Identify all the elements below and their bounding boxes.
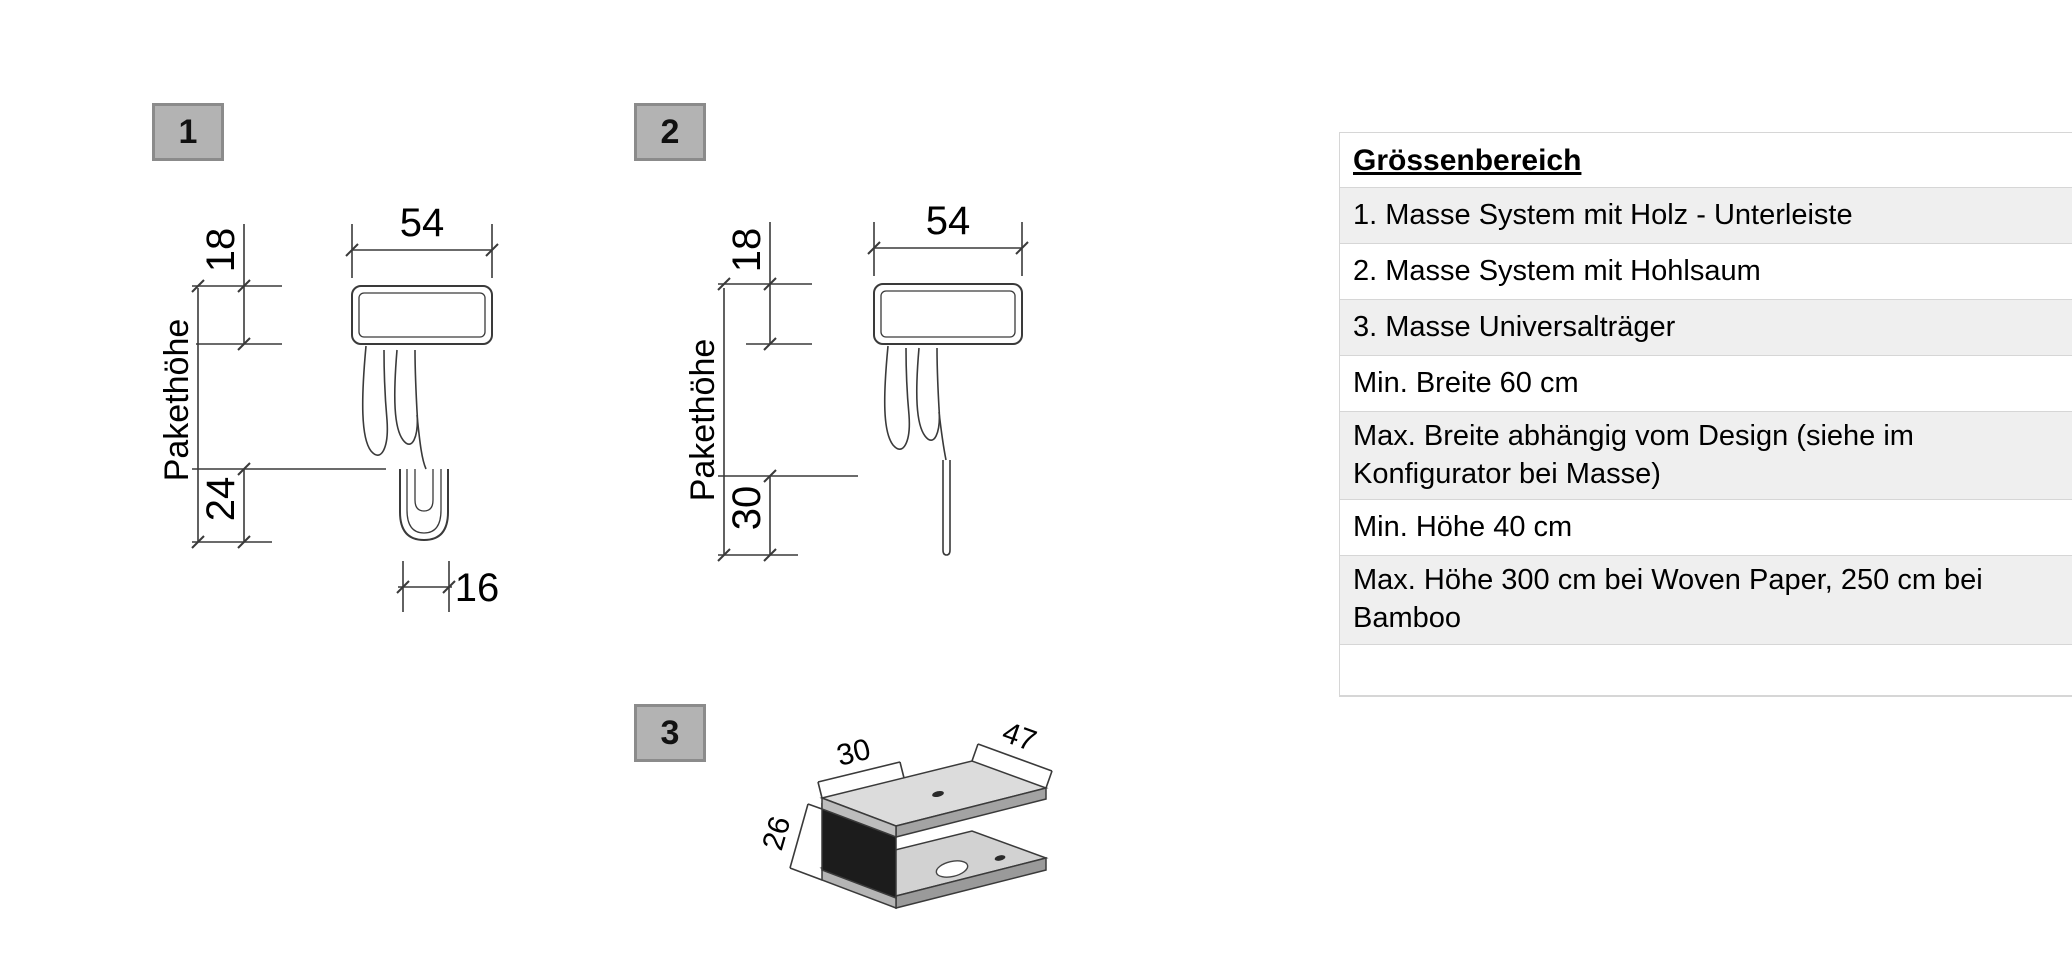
table-row-min-breite: Min. Breite 60 cm <box>1340 356 2072 412</box>
technical-drawings: 54 18 Pakethöhe 24 <box>158 199 1053 910</box>
figure-2-badge: 2 <box>634 103 706 161</box>
fig3-width-label: 47 <box>998 716 1041 758</box>
figure-2-drawing: 54 18 Pakethöhe 30 <box>684 199 1029 562</box>
fig2-hem-height-label: 30 <box>725 486 769 531</box>
figure-3-number: 3 <box>660 713 680 752</box>
fig2-top-height-label: 18 <box>725 228 769 273</box>
figure-2-number: 2 <box>660 112 680 151</box>
fig1-package-height-label: Pakethöhe <box>158 319 196 482</box>
table-header: Grössenbereich <box>1353 143 1582 177</box>
figure-1-badge: 1 <box>152 103 224 161</box>
table-row-max-breite: Max. Breite abhängig vom Design (siehe i… <box>1340 412 2072 501</box>
figure-3-badge: 3 <box>634 704 706 762</box>
table-row-hohlsaum: 2. Masse System mit Hohlsaum <box>1340 244 2072 300</box>
fig2-package-height-label: Pakethöhe <box>684 339 722 502</box>
fig1-top-height-label: 18 <box>199 228 243 273</box>
fig2-width-label: 54 <box>926 199 971 243</box>
table-row-min-hoehe: Min. Höhe 40 cm <box>1340 500 2072 557</box>
table-row-universaltraeger: 3. Masse Universalträger <box>1340 300 2072 356</box>
table-header-row: Grössenbereich <box>1340 133 2072 188</box>
fig3-height-label: 26 <box>756 813 797 854</box>
size-range-table: Grössenbereich 1. Masse System mit Holz … <box>1339 132 2072 697</box>
table-row-holz-unterleiste: 1. Masse System mit Holz - Unterleiste <box>1340 188 2072 244</box>
table-row-empty <box>1340 644 2072 696</box>
figure-3-drawing: 47 30 26 <box>756 716 1053 910</box>
fig3-depth-label: 30 <box>834 733 874 773</box>
figure-1-number: 1 <box>178 112 198 151</box>
fig1-rail-width-label: 16 <box>455 566 500 610</box>
figure-1-drawing: 54 18 Pakethöhe 24 <box>158 201 499 612</box>
fig1-hook-height-label: 24 <box>199 477 243 522</box>
table-row-max-hoehe: Max. Höhe 300 cm bei Woven Paper, 250 cm… <box>1340 556 2072 645</box>
fig1-width-label: 54 <box>400 201 445 245</box>
